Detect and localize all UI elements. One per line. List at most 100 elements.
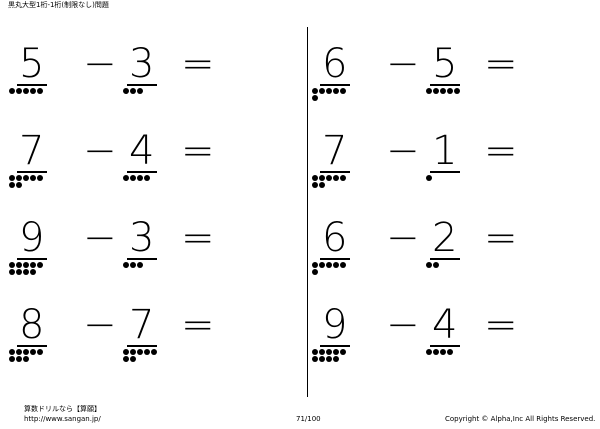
count-dot: [312, 269, 318, 275]
minuend-digit: 5: [19, 41, 45, 87]
equals-sign: =: [484, 302, 518, 348]
count-dot: [340, 88, 346, 94]
subtrahend-digit: 2: [432, 215, 458, 261]
problem-4: 7−1=: [312, 131, 532, 203]
problem-2: 6−5=: [312, 44, 532, 116]
count-dot: [30, 349, 36, 355]
subtrahend-digit-underline: [127, 345, 157, 347]
count-dot: [319, 356, 325, 362]
equals-sign: =: [181, 215, 215, 261]
subtrahend-digit-underline: [430, 171, 460, 173]
problem-6: 6−2=: [312, 218, 532, 290]
problem-1: 5−3 =: [9, 44, 229, 116]
count-dot: [426, 175, 432, 181]
count-dot: [340, 175, 346, 181]
count-dot: [9, 175, 15, 181]
count-dot: [9, 88, 15, 94]
subtrahend-digit-underline: [127, 84, 157, 86]
minuend-digit: 7: [322, 128, 348, 174]
subtrahend-digit: 4: [432, 302, 458, 348]
equals-sign: =: [181, 302, 215, 348]
minuend-digit: 9: [322, 302, 348, 348]
minuend-digit: 8: [19, 302, 45, 348]
count-dot: [319, 182, 325, 188]
count-dot: [16, 88, 22, 94]
subtrahend-digit: 3: [129, 215, 155, 261]
subtrahend-dots: [426, 175, 460, 181]
subtrahend-digit: 4: [129, 128, 155, 174]
equals-sign: =: [181, 41, 215, 87]
count-dot: [130, 88, 136, 94]
site-url-link[interactable]: http://www.sangan.jp/: [24, 415, 101, 423]
minuend-digit-underline: [17, 171, 47, 173]
count-dot: [319, 262, 325, 268]
count-dot: [16, 182, 22, 188]
count-dot: [319, 88, 325, 94]
subtrahend-dots: [123, 175, 157, 181]
count-dot: [319, 175, 325, 181]
count-dot: [326, 356, 332, 362]
count-dot: [333, 88, 339, 94]
subtrahend-dots: [426, 349, 460, 355]
problem-3: 7−4=: [9, 131, 229, 203]
problem-5: 9−3=: [9, 218, 229, 290]
page-number: 71/100: [296, 415, 321, 423]
count-dot: [123, 356, 129, 362]
count-dot: [30, 88, 36, 94]
subtrahend-digit-underline: [430, 258, 460, 260]
subtrahend-dots: [426, 262, 460, 268]
equals-sign: =: [181, 128, 215, 174]
subtrahend-digit-underline: [430, 84, 460, 86]
minus-sign: −: [83, 41, 117, 87]
count-dot: [326, 175, 332, 181]
count-dot: [23, 175, 29, 181]
count-dot: [426, 88, 432, 94]
subtrahend-digit: 1: [432, 128, 458, 174]
subtrahend-digit: 7: [129, 302, 155, 348]
count-dot: [144, 349, 150, 355]
column-divider: [307, 27, 308, 397]
subtrahend-digit: 3: [129, 41, 155, 87]
count-dot: [312, 262, 318, 268]
count-dot: [137, 175, 143, 181]
count-dot: [16, 269, 22, 275]
count-dot: [144, 175, 150, 181]
count-dot: [312, 356, 318, 362]
minuend-dots: [312, 175, 346, 188]
minuend-dots: [312, 262, 346, 275]
problem-8: 9−4 =: [312, 305, 532, 377]
minus-sign: −: [386, 215, 420, 261]
equals-sign: =: [484, 41, 518, 87]
copyright-notice: Copyright © Alpha,Inc All Rights Reserve…: [445, 415, 596, 423]
count-dot: [333, 262, 339, 268]
count-dot: [30, 269, 36, 275]
count-dot: [16, 175, 22, 181]
count-dot: [454, 88, 460, 94]
count-dot: [23, 262, 29, 268]
count-dot: [137, 88, 143, 94]
minus-sign: −: [386, 128, 420, 174]
count-dot: [37, 349, 43, 355]
minuend-dots: [9, 175, 43, 188]
count-dot: [30, 175, 36, 181]
count-dot: [123, 175, 129, 181]
worksheet-title: 黒丸大型1桁-1桁(制限なし)問題: [8, 1, 109, 9]
subtrahend-digit: 5: [432, 41, 458, 87]
subtrahend-dots: [426, 88, 460, 94]
minus-sign: −: [386, 302, 420, 348]
count-dot: [123, 262, 129, 268]
count-dot: [130, 349, 136, 355]
count-dot: [312, 95, 318, 101]
count-dot: [333, 349, 339, 355]
count-dot: [16, 356, 22, 362]
count-dot: [151, 349, 157, 355]
count-dot: [326, 88, 332, 94]
minuend-digit-underline: [320, 345, 350, 347]
count-dot: [123, 349, 129, 355]
minuend-digit: 6: [322, 41, 348, 87]
count-dot: [130, 175, 136, 181]
count-dot: [326, 349, 332, 355]
count-dot: [312, 349, 318, 355]
minuend-digit-underline: [17, 84, 47, 86]
minuend-dots: [312, 88, 346, 101]
